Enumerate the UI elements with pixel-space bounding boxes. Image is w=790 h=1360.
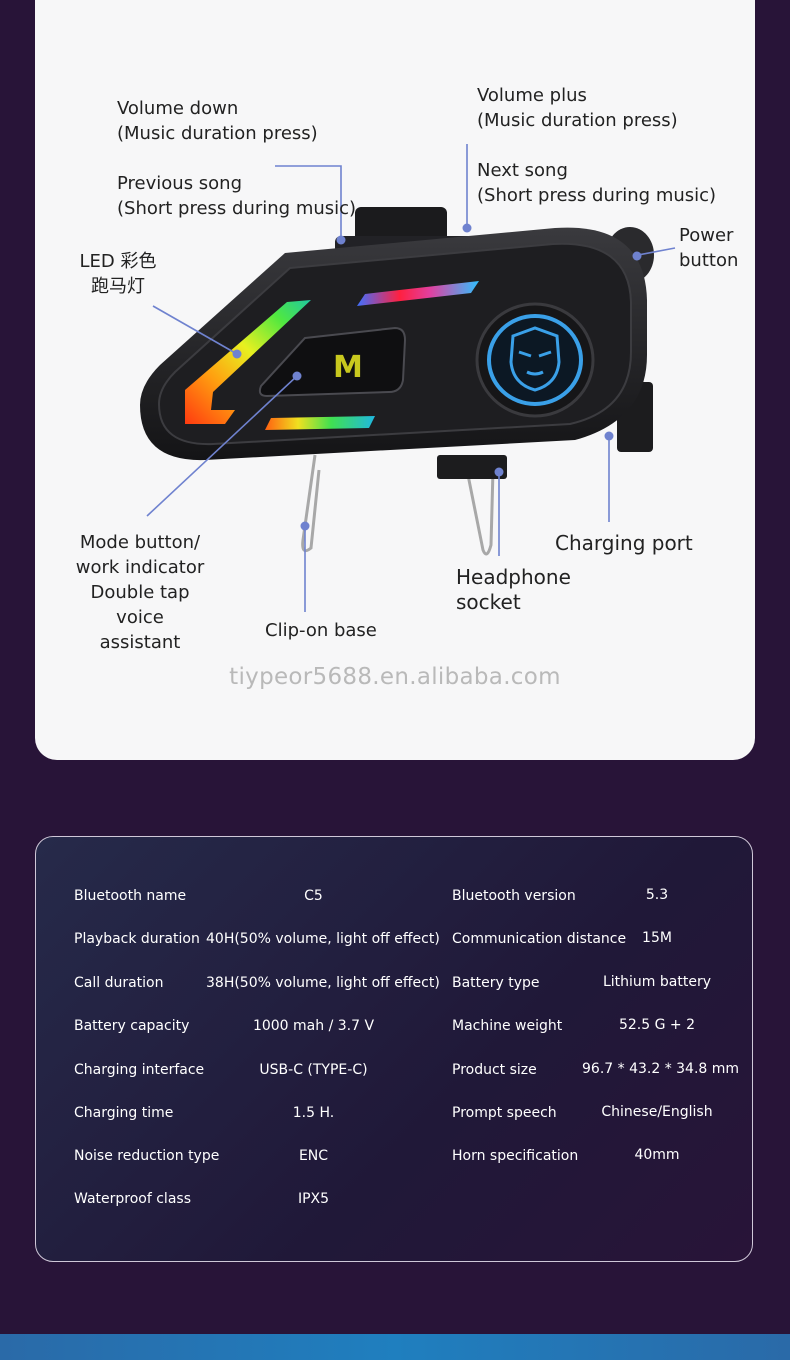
spec-name: Battery type (452, 975, 540, 991)
spec-name: Charging interface (74, 1062, 205, 1078)
headphone-socket-block (437, 455, 507, 479)
product-diagram-card: M Volume down (Music duration press) Pre… (35, 0, 755, 760)
spec-name: Noise reduction type (74, 1148, 220, 1164)
spec-name: Product size (452, 1062, 537, 1078)
device-illustration (140, 144, 676, 612)
spec-name: Call duration (74, 975, 164, 991)
spec-name: Playback duration (74, 931, 200, 947)
spec-value: Lithium battery (602, 974, 711, 990)
led-strip-top (357, 281, 479, 306)
spec-value: 5.3 (645, 887, 669, 903)
spec-name: Charging time (74, 1105, 174, 1121)
spec-name: Communication distance (452, 931, 627, 947)
led-strip-left (185, 300, 311, 424)
spec-value: 1.5 H. (292, 1105, 335, 1121)
clip-right (465, 469, 495, 556)
spec-value: Chinese/English (601, 1104, 713, 1120)
spec-name: Bluetooth name (74, 888, 187, 904)
spec-value: ENC (298, 1148, 329, 1164)
spec-panel: Bluetooth name C5 Playback duration 40H(… (35, 836, 753, 1262)
label-next-song: Next song (Short press during music) (477, 160, 717, 206)
mode-button-letter: M (333, 350, 363, 385)
spec-name: Machine weight (452, 1018, 563, 1034)
label-headphone-socket: Headphone socket (456, 565, 571, 614)
label-volume-plus: Volume plus (Music duration press) (477, 85, 678, 131)
leader-dots (232, 223, 642, 531)
leader-lines (146, 144, 676, 612)
label-charging-port: Charging port (555, 531, 693, 555)
spec-value: 40mm (634, 1147, 680, 1163)
clip-left (301, 454, 321, 553)
spec-value: 40H(50% volume, light off effect) (206, 931, 440, 947)
spec-value: 96.7 * 43.2 * 34.8 mm (582, 1061, 740, 1077)
bottom-strip (0, 1334, 790, 1360)
spec-value: 1000 mah / 3.7 V (252, 1018, 375, 1034)
spec-value: 15M (642, 930, 672, 946)
label-mode-button: Mode button/ work indicator Double tap v… (75, 532, 205, 653)
robot-head-icon (509, 326, 561, 392)
label-volume-down: Volume down (Music duration press) (117, 98, 318, 144)
spec-value: 52.5 G + 2 (618, 1017, 695, 1033)
spec-name: Prompt speech (452, 1105, 557, 1121)
label-power-button: Power button (679, 225, 739, 271)
label-clip-on-base: Clip-on base (265, 620, 377, 641)
spec-value: 38H(50% volume, light off effect) (206, 975, 440, 991)
watermark: tiypeor5688.en.alibaba.com (229, 664, 561, 690)
spec-name: Battery capacity (74, 1018, 190, 1034)
led-strip-bottom (265, 416, 375, 430)
spec-value: C5 (304, 888, 323, 904)
label-previous-song: Previous song (Short press during music) (117, 173, 357, 219)
spec-name: Bluetooth version (452, 888, 576, 904)
spec-name: Waterproof class (74, 1191, 191, 1207)
spec-value: IPX5 (297, 1191, 330, 1207)
label-led: LED 彩色 跑马灯 (79, 251, 157, 297)
spec-name: Horn specification (452, 1148, 579, 1164)
spec-value: USB-C (TYPE-C) (259, 1062, 368, 1078)
